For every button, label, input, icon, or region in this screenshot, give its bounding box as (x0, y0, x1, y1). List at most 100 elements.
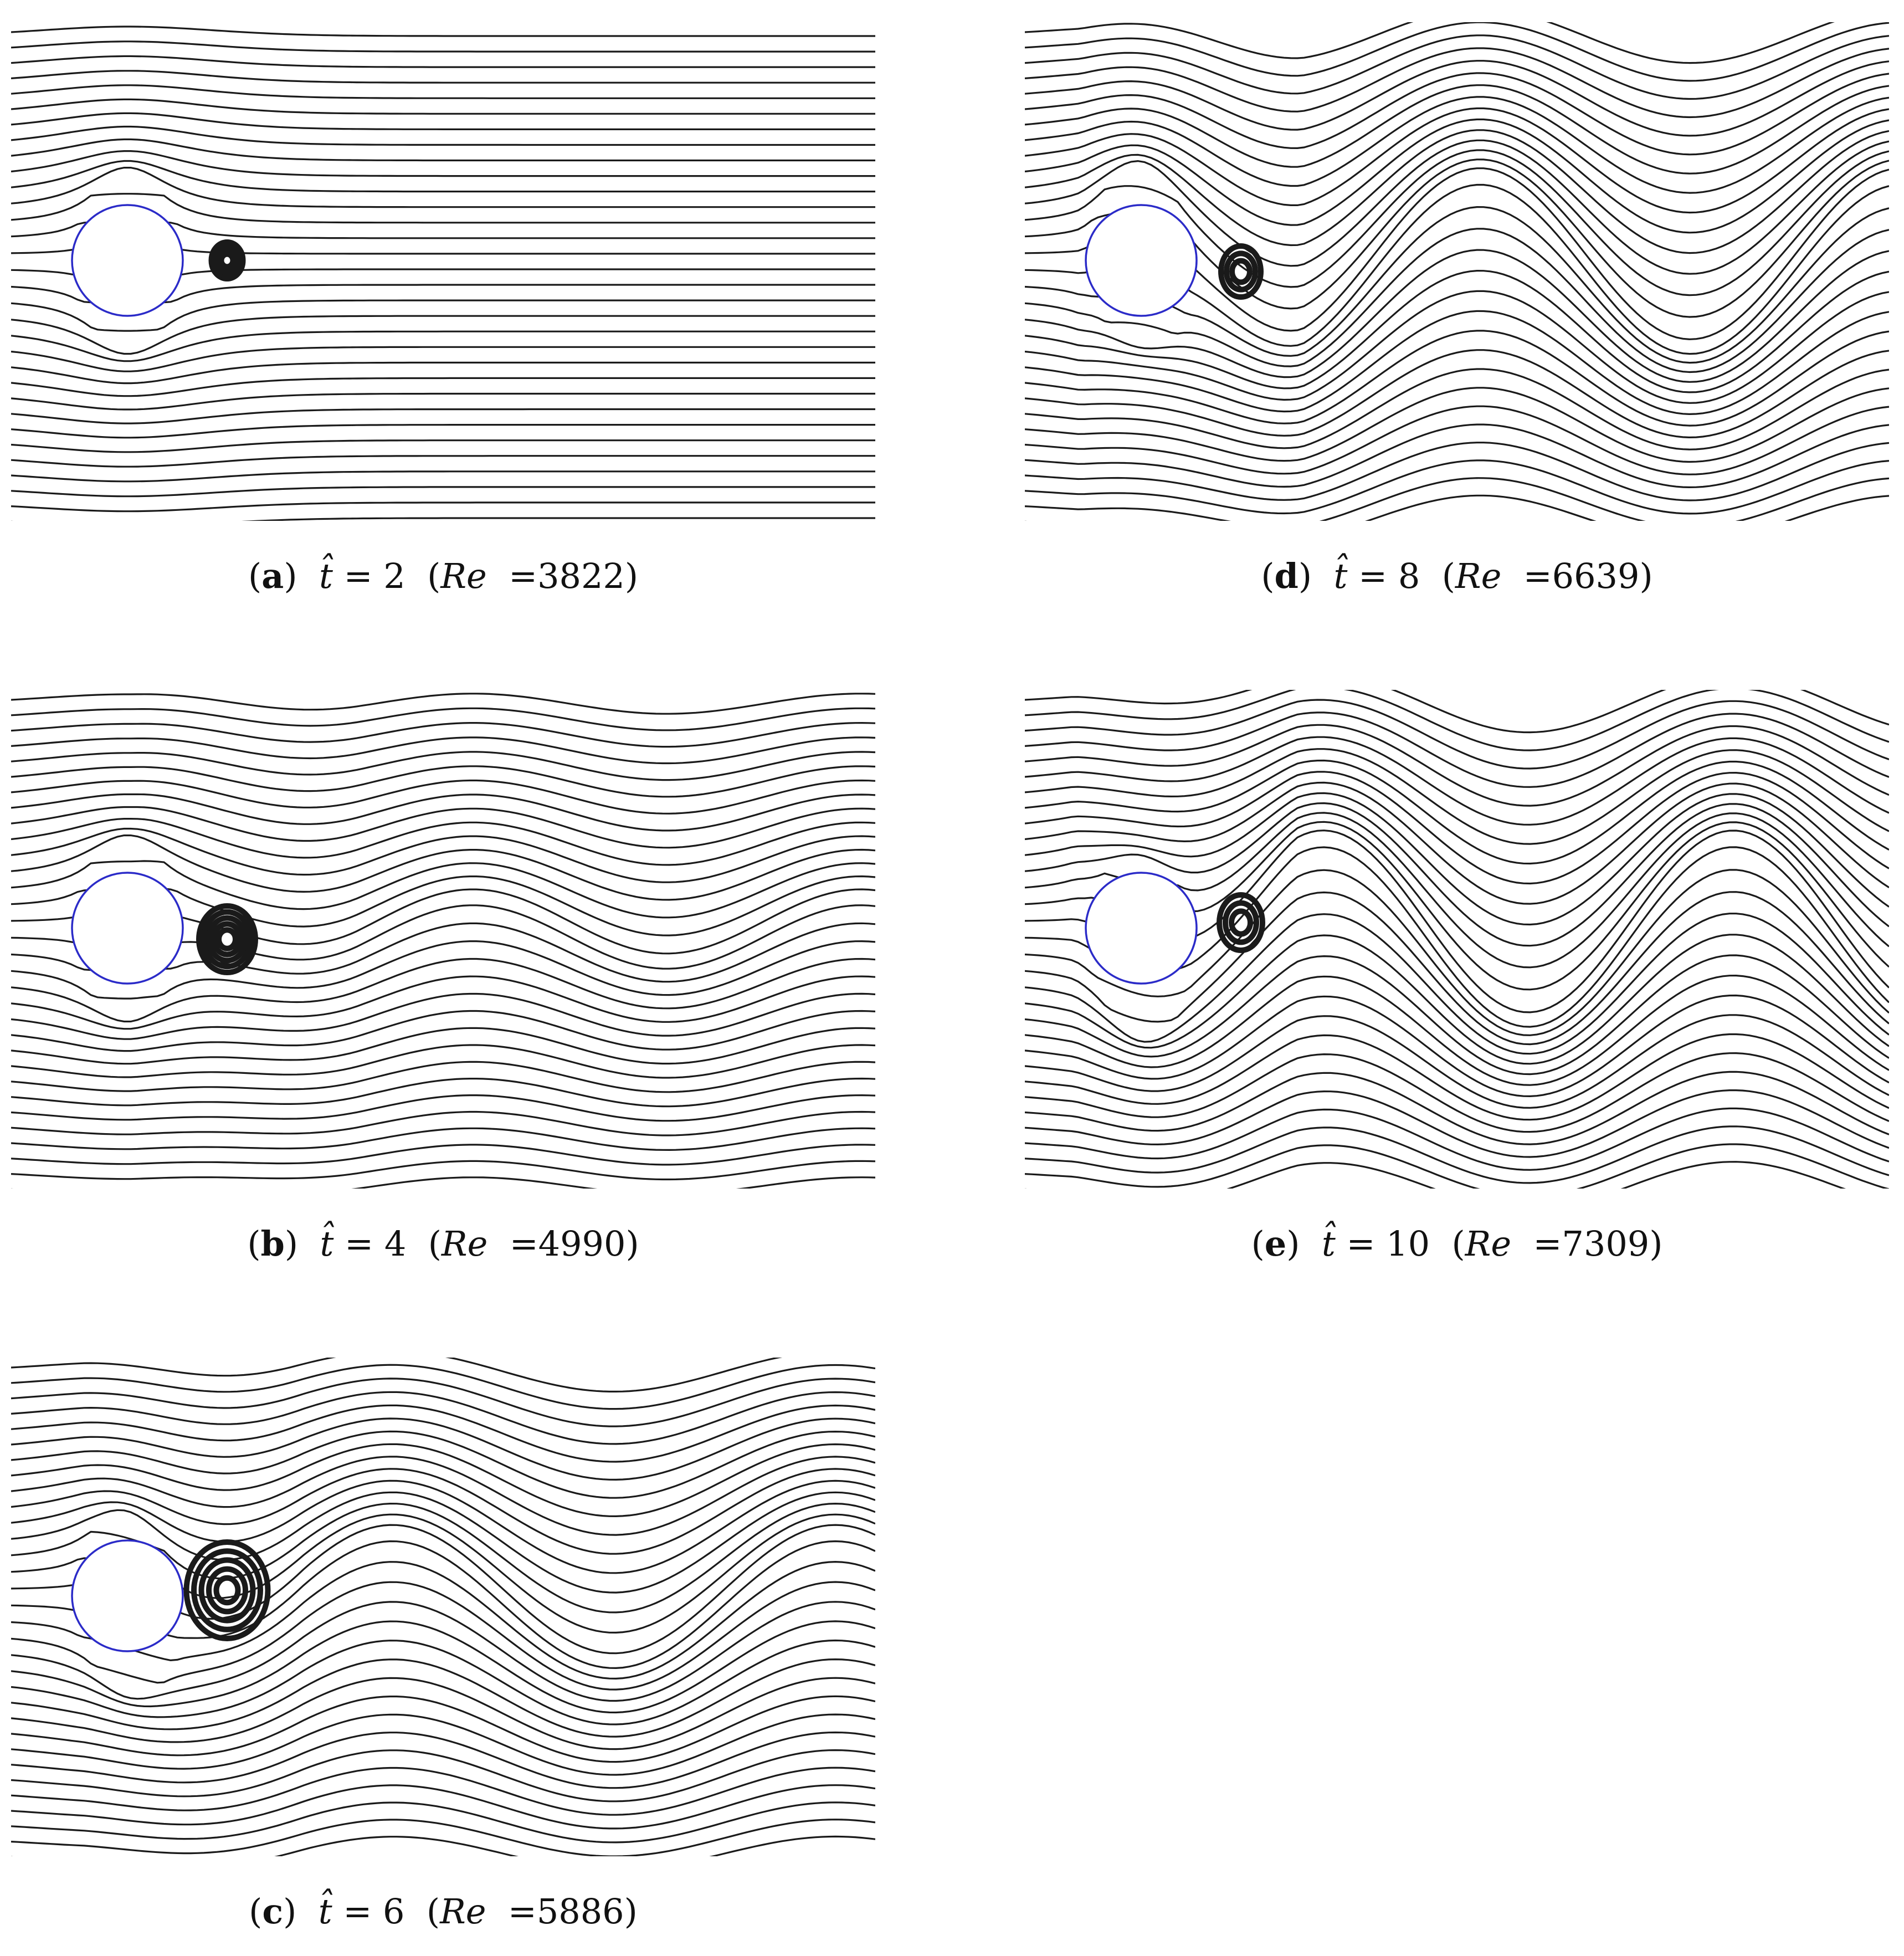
streamline (1025, 22, 1835, 64)
caption-letter: c (262, 1891, 284, 1932)
streamline (1025, 1052, 1889, 1133)
streamline (1025, 913, 1889, 1055)
vortex-ring (206, 1566, 248, 1615)
vortex-ring (1217, 892, 1265, 953)
caption-a: (a) t̂ = 2 (Re =3822) (248, 556, 639, 596)
reynolds-value: 5886 (536, 1891, 624, 1932)
panel-d (1025, 22, 1889, 521)
streamline (11, 330, 875, 362)
streamline (11, 1417, 875, 1481)
streamline (1025, 405, 1889, 475)
streamline (11, 818, 875, 866)
reynolds-symbol: Re (441, 1223, 488, 1264)
panel-b (11, 690, 875, 1189)
panel-c (11, 1358, 875, 1856)
streamline (1025, 330, 1889, 427)
streamline (1025, 290, 1889, 404)
streamline (11, 1749, 875, 1803)
streamline (11, 1160, 875, 1181)
vortex-ring (216, 927, 238, 951)
time-symbol: t̂ (1321, 1223, 1336, 1264)
streamline (1025, 690, 1889, 751)
caption-d: (d) t̂ = 8 (Re =6639) (1261, 556, 1653, 596)
streamline (11, 707, 875, 731)
streamline (11, 1176, 875, 1189)
streamline (11, 501, 875, 513)
time-symbol: t̂ (319, 556, 333, 596)
streamline (1025, 1014, 1889, 1109)
streamline (11, 1658, 875, 1738)
caption-e: (e) t̂ = 10 (Re =7309) (1251, 1223, 1663, 1264)
streamline (1025, 22, 1889, 82)
streamline (11, 315, 875, 355)
streamline (11, 1819, 875, 1856)
streamline (1025, 759, 1889, 865)
streamline (1025, 802, 1889, 947)
streamline (11, 1695, 875, 1763)
streamline (11, 957, 875, 1023)
streamline (11, 834, 875, 901)
streamline (1025, 107, 1889, 214)
streamline (1025, 34, 1889, 100)
vortex-ring (213, 1575, 241, 1606)
streamline (11, 779, 875, 815)
streamline (11, 55, 875, 68)
streamline (1025, 748, 1889, 845)
streamline-plot-a (11, 25, 875, 521)
streamline (11, 1560, 875, 1680)
streamline (1025, 994, 1889, 1098)
vortex-ring (1218, 243, 1264, 300)
streamline (11, 1801, 875, 1844)
streamline (11, 1456, 875, 1536)
streamline (1025, 690, 1889, 734)
streamline (11, 1044, 875, 1079)
vortex (208, 239, 246, 281)
streamline (1025, 869, 1889, 1036)
time-symbol: t̂ (1333, 556, 1348, 596)
streamline (1025, 423, 1889, 489)
streamline (11, 736, 875, 765)
streamline (11, 1731, 875, 1789)
streamline (11, 160, 875, 193)
streamline (1025, 149, 1889, 296)
streamline (11, 40, 875, 53)
streamline (11, 975, 875, 1030)
streamline (11, 424, 875, 439)
streamline (1025, 771, 1889, 885)
streamline (11, 1094, 875, 1122)
time-value: 6 (383, 1891, 405, 1932)
streamline (1025, 60, 1889, 137)
equals-sign: = (509, 1223, 538, 1264)
vortex (183, 1539, 271, 1641)
streamline (11, 806, 875, 849)
streamlines (1025, 690, 1889, 1189)
equals-sign: = (1523, 556, 1552, 596)
streamline (11, 693, 875, 715)
streamline (11, 1677, 875, 1750)
caption-c: (c) t̂ = 6 (Re =5886) (249, 1891, 638, 1932)
streamline (1025, 349, 1889, 439)
streamline (11, 377, 875, 397)
streamline (11, 860, 875, 919)
streamline (11, 361, 875, 385)
streamline (1025, 72, 1889, 156)
streamline (1025, 1071, 1889, 1145)
time-symbol: t̂ (318, 1891, 332, 1932)
streamline (1025, 442, 1889, 501)
streamline (11, 1144, 875, 1166)
streamline-plot-d (1025, 22, 1889, 521)
streamline (11, 138, 875, 162)
streamline (11, 751, 875, 781)
streamline (11, 486, 875, 498)
vortex-ring (191, 1548, 263, 1632)
streamline (1025, 792, 1889, 926)
streamline (1025, 118, 1889, 234)
streamline (1025, 891, 1889, 1046)
streamline (11, 408, 875, 424)
streamline (1025, 228, 1889, 373)
streamline (11, 299, 875, 332)
streamline (11, 1110, 875, 1136)
streamline (11, 1491, 875, 1594)
streamline (1025, 84, 1889, 175)
streamline (1025, 1125, 1889, 1184)
